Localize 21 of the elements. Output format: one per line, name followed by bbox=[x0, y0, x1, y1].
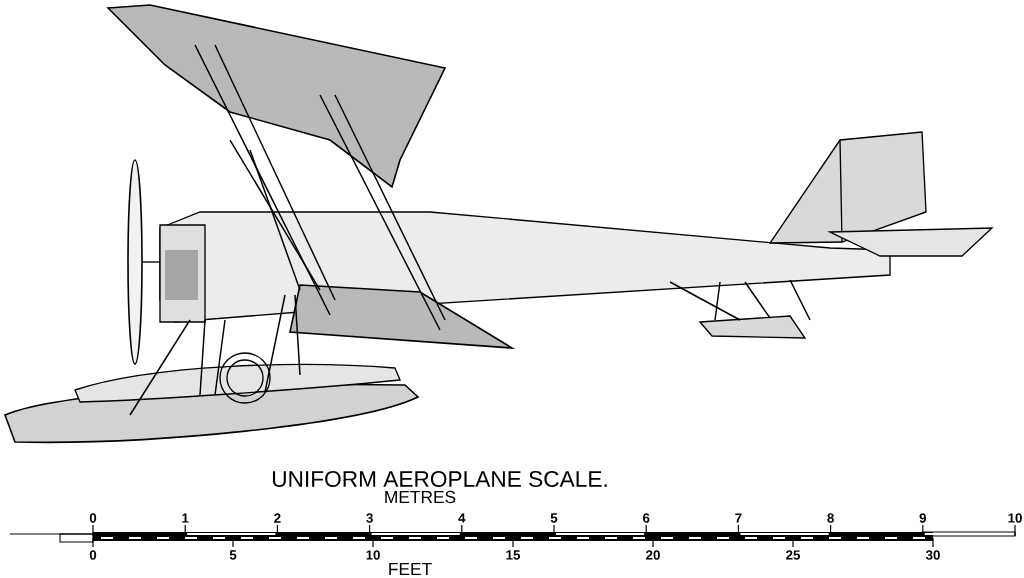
tick-label: 15 bbox=[506, 550, 521, 560]
tick-label: 1 bbox=[182, 513, 189, 523]
tick-label: 2 bbox=[274, 513, 281, 523]
tick-label: 5 bbox=[550, 513, 558, 523]
tick-label: 0 bbox=[89, 513, 97, 523]
tick-label: 7 bbox=[735, 513, 742, 523]
tick-label: 6 bbox=[643, 513, 650, 523]
tick-label: 10 bbox=[1008, 513, 1022, 523]
tick-label: 9 bbox=[919, 513, 927, 523]
tick-label: 20 bbox=[646, 550, 660, 560]
tick-label: 3 bbox=[366, 513, 373, 523]
tick-label: 4 bbox=[458, 513, 466, 523]
tick-label: 8 bbox=[827, 513, 834, 523]
tick-label: 25 bbox=[786, 550, 801, 560]
tick-label: 10 bbox=[366, 550, 380, 560]
tick-label: 5 bbox=[229, 550, 237, 560]
unit-label: METRES bbox=[385, 490, 456, 504]
tick-label: 30 bbox=[925, 550, 940, 560]
tick-label: 0 bbox=[89, 550, 97, 560]
scale-title: UNIFORM AEROPLANE SCALE. bbox=[273, 471, 607, 488]
unit-label: FEET bbox=[389, 563, 432, 575]
